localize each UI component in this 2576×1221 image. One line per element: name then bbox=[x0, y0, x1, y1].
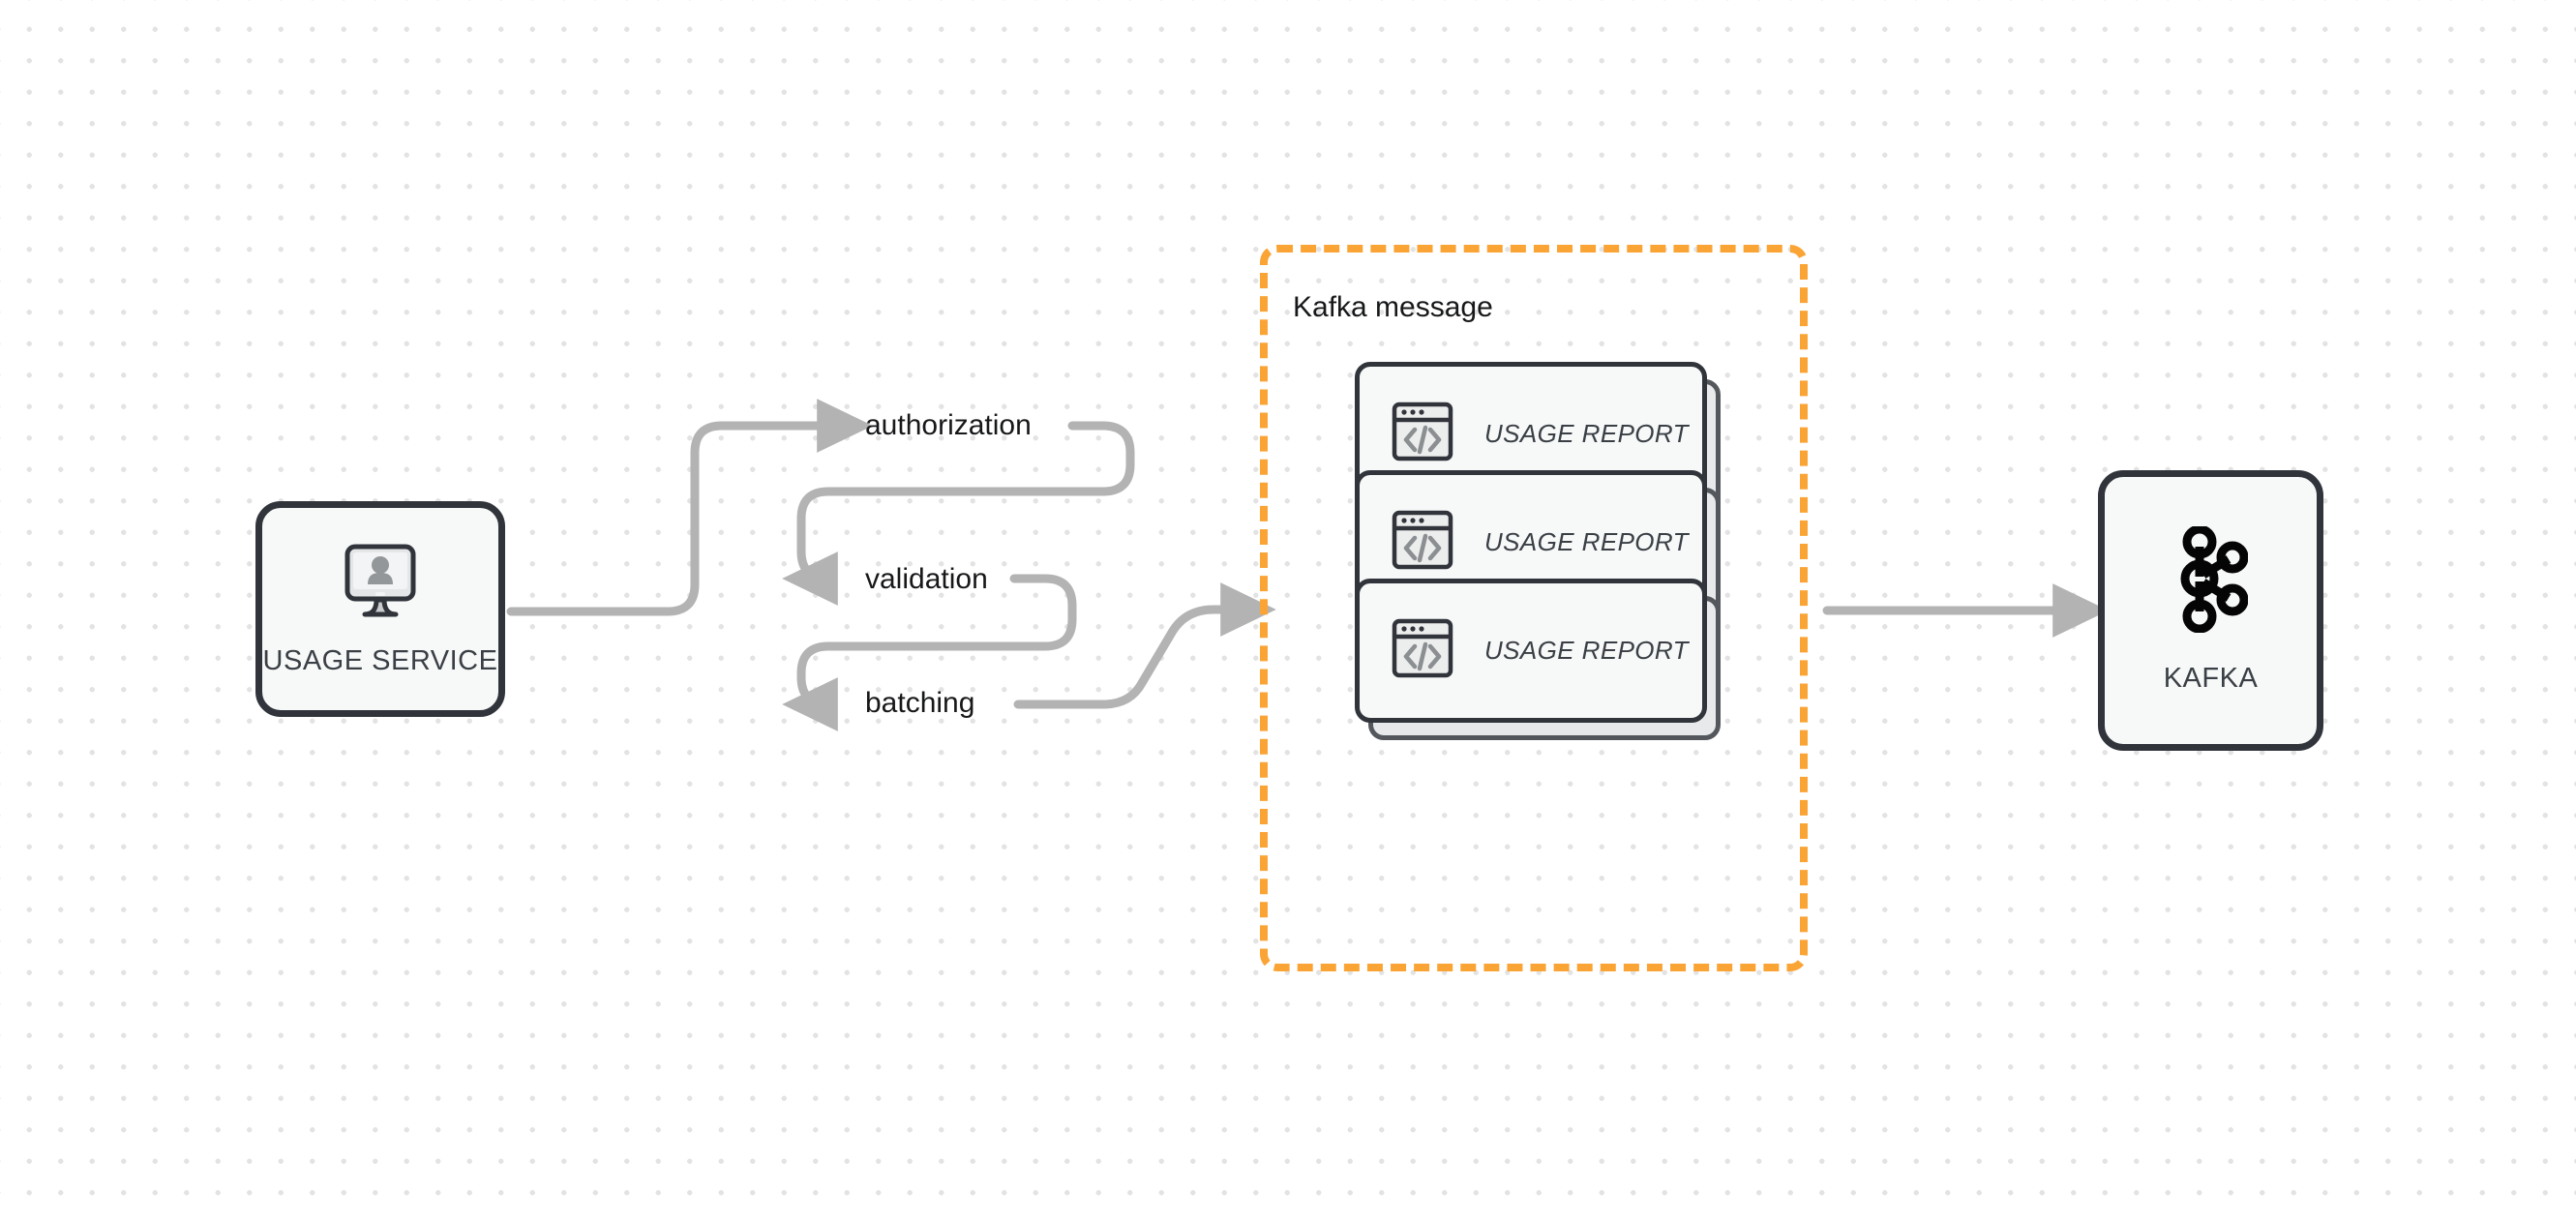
usage-report-card-label: USAGE REPORT bbox=[1484, 419, 1689, 448]
connector-authorization-to-validation bbox=[782, 421, 1135, 606]
step-label-authorization[interactable]: authorization bbox=[865, 409, 1032, 441]
usage-report-card-front[interactable]: USAGE REPORT bbox=[1355, 579, 1707, 723]
code-window-icon bbox=[1392, 618, 1453, 683]
monitor-user-icon bbox=[336, 542, 425, 628]
kafka-logo-icon bbox=[2174, 524, 2248, 638]
usage-report-card-label: USAGE REPORT bbox=[1484, 636, 1689, 665]
group-kafka-message-title: Kafka message bbox=[1293, 291, 1493, 323]
connector-usage-service-to-authorization bbox=[506, 399, 873, 616]
code-window-icon bbox=[1392, 402, 1453, 466]
connector-batching-to-kafka-message bbox=[1013, 582, 1276, 709]
code-window-icon bbox=[1392, 510, 1453, 575]
step-label-batching[interactable]: batching bbox=[865, 687, 975, 719]
usage-report-card-label: USAGE REPORT bbox=[1484, 527, 1689, 556]
step-label-validation[interactable]: validation bbox=[865, 563, 988, 595]
connector-validation-to-batching bbox=[782, 574, 1077, 731]
node-kafka-label: KAFKA bbox=[2163, 663, 2259, 694]
usage-report-card[interactable]: USAGE REPORT bbox=[1355, 579, 1723, 741]
group-kafka-message[interactable] bbox=[1260, 245, 1808, 971]
node-usage-service[interactable]: USAGE SERVICE bbox=[255, 501, 505, 717]
node-kafka[interactable]: KAFKA bbox=[2098, 470, 2323, 751]
node-usage-service-label: USAGE SERVICE bbox=[262, 644, 498, 676]
